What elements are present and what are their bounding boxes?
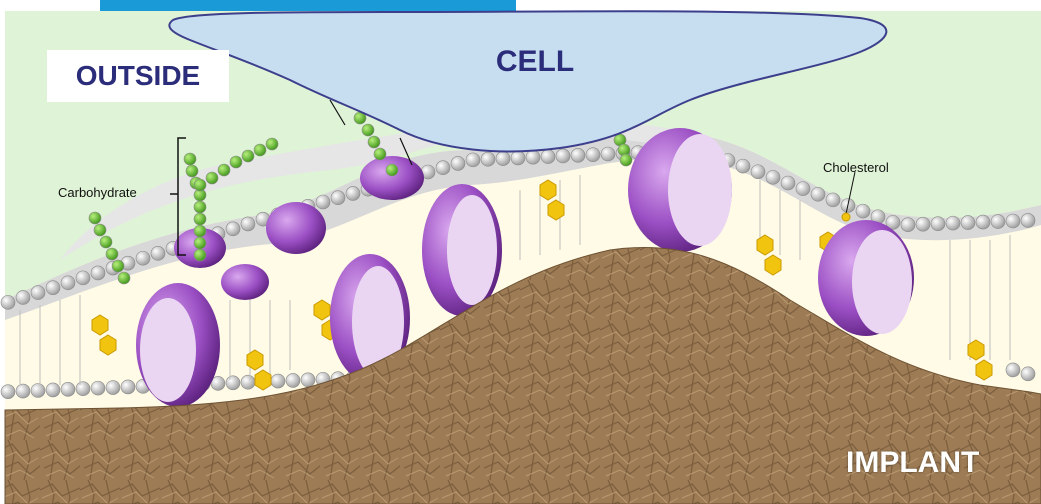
carbohydrate-bead (206, 172, 218, 184)
phospholipid-head (481, 152, 495, 166)
phospholipid-head (151, 246, 165, 260)
phospholipid-head (781, 176, 795, 190)
carbohydrate-bead (94, 224, 106, 236)
carbohydrate-bead (89, 212, 101, 224)
phospholipid-head (856, 204, 870, 218)
phospholipid-head (91, 381, 105, 395)
phospholipid-head (61, 382, 75, 396)
carbohydrate-bead (106, 248, 118, 260)
phospholipid-head (526, 150, 540, 164)
phospholipid-head (496, 152, 510, 166)
carbohydrate-bead (194, 249, 206, 261)
phospholipid-head (91, 266, 105, 280)
phospholipid-head (331, 191, 345, 205)
phospholipid-head (976, 215, 990, 229)
phospholipid-head (931, 217, 945, 231)
carbohydrate-bead (100, 236, 112, 248)
carbohydrate-label: Carbohydrate (58, 185, 137, 200)
carbohydrate-bead (194, 179, 206, 191)
phospholipid-head (1006, 363, 1020, 377)
phospholipid-head (556, 149, 570, 163)
phospholipid-head (991, 215, 1005, 229)
phospholipid-head (106, 381, 120, 395)
cholesterol-label: Cholesterol (823, 160, 889, 175)
carbohydrate-bead (230, 156, 242, 168)
phospholipid-head (316, 195, 330, 209)
phospholipid-head (736, 159, 750, 173)
phospholipid-head (436, 161, 450, 175)
carbohydrate-bead (184, 153, 196, 165)
phospholipid-head (76, 271, 90, 285)
phospholipid-head (946, 216, 960, 230)
phospholipid-head (16, 384, 30, 398)
phospholipid-head (346, 186, 360, 200)
outside-label: OUTSIDE (47, 50, 229, 102)
cell-label: CELL (470, 45, 600, 79)
phospholipid-head (811, 187, 825, 201)
phospholipid-head (1, 385, 15, 399)
phospholipid-head (511, 151, 525, 165)
phospholipid-head (451, 156, 465, 170)
carbohydrate-bead (194, 237, 206, 249)
carbohydrate-bead (362, 124, 374, 136)
phospholipid-head (826, 193, 840, 207)
phospholipid-head (31, 384, 45, 398)
phospholipid-head (1021, 213, 1035, 227)
carbohydrate-bead (118, 272, 130, 284)
phospholipid-head (271, 374, 285, 388)
carbohydrate-bead (186, 165, 198, 177)
phospholipid-head (601, 147, 615, 161)
phospholipid-head (961, 216, 975, 230)
carbohydrate-bead (194, 201, 206, 213)
carbohydrate-bead (218, 164, 230, 176)
phospholipid-head (1006, 214, 1020, 228)
carbohydrate-bead (386, 164, 398, 176)
carbohydrate-bead (254, 144, 266, 156)
phospholipid-head (226, 222, 240, 236)
carbohydrate-bead (374, 148, 386, 160)
phospholipid-head (241, 375, 255, 389)
phospholipid-head (796, 182, 810, 196)
phospholipid-head (301, 373, 315, 387)
phospholipid-head (46, 281, 60, 295)
carbohydrate-bead (620, 154, 632, 166)
carbohydrate-bead (242, 150, 254, 162)
top-bar (100, 0, 516, 11)
phospholipid-head (766, 170, 780, 184)
phospholipid-head (16, 290, 30, 304)
phospholipid-head (121, 380, 135, 394)
phospholipid-head (916, 217, 930, 231)
phospholipid-head (76, 382, 90, 396)
phospholipid-head (1, 295, 15, 309)
carbohydrate-bead (194, 213, 206, 225)
carbohydrate-bead (194, 225, 206, 237)
phospholipid-head (286, 373, 300, 387)
phospholipid-head (241, 217, 255, 231)
phospholipid-head (541, 150, 555, 164)
phospholipid-head (136, 251, 150, 265)
phospholipid-head (586, 148, 600, 162)
phospholipid-head (61, 276, 75, 290)
phospholipid-head (31, 286, 45, 300)
phospholipid-head (226, 376, 240, 390)
implant-label: IMPLANT (846, 446, 979, 480)
carbohydrate-bead (266, 138, 278, 150)
carbohydrate-bead (368, 136, 380, 148)
phospholipid-head (751, 165, 765, 179)
carbohydrate-bead (112, 260, 124, 272)
phospholipid-head (901, 218, 915, 232)
phospholipid-head (466, 153, 480, 167)
phospholipid-head (571, 148, 585, 162)
phospholipid-head (46, 383, 60, 397)
phospholipid-head (1021, 367, 1035, 381)
